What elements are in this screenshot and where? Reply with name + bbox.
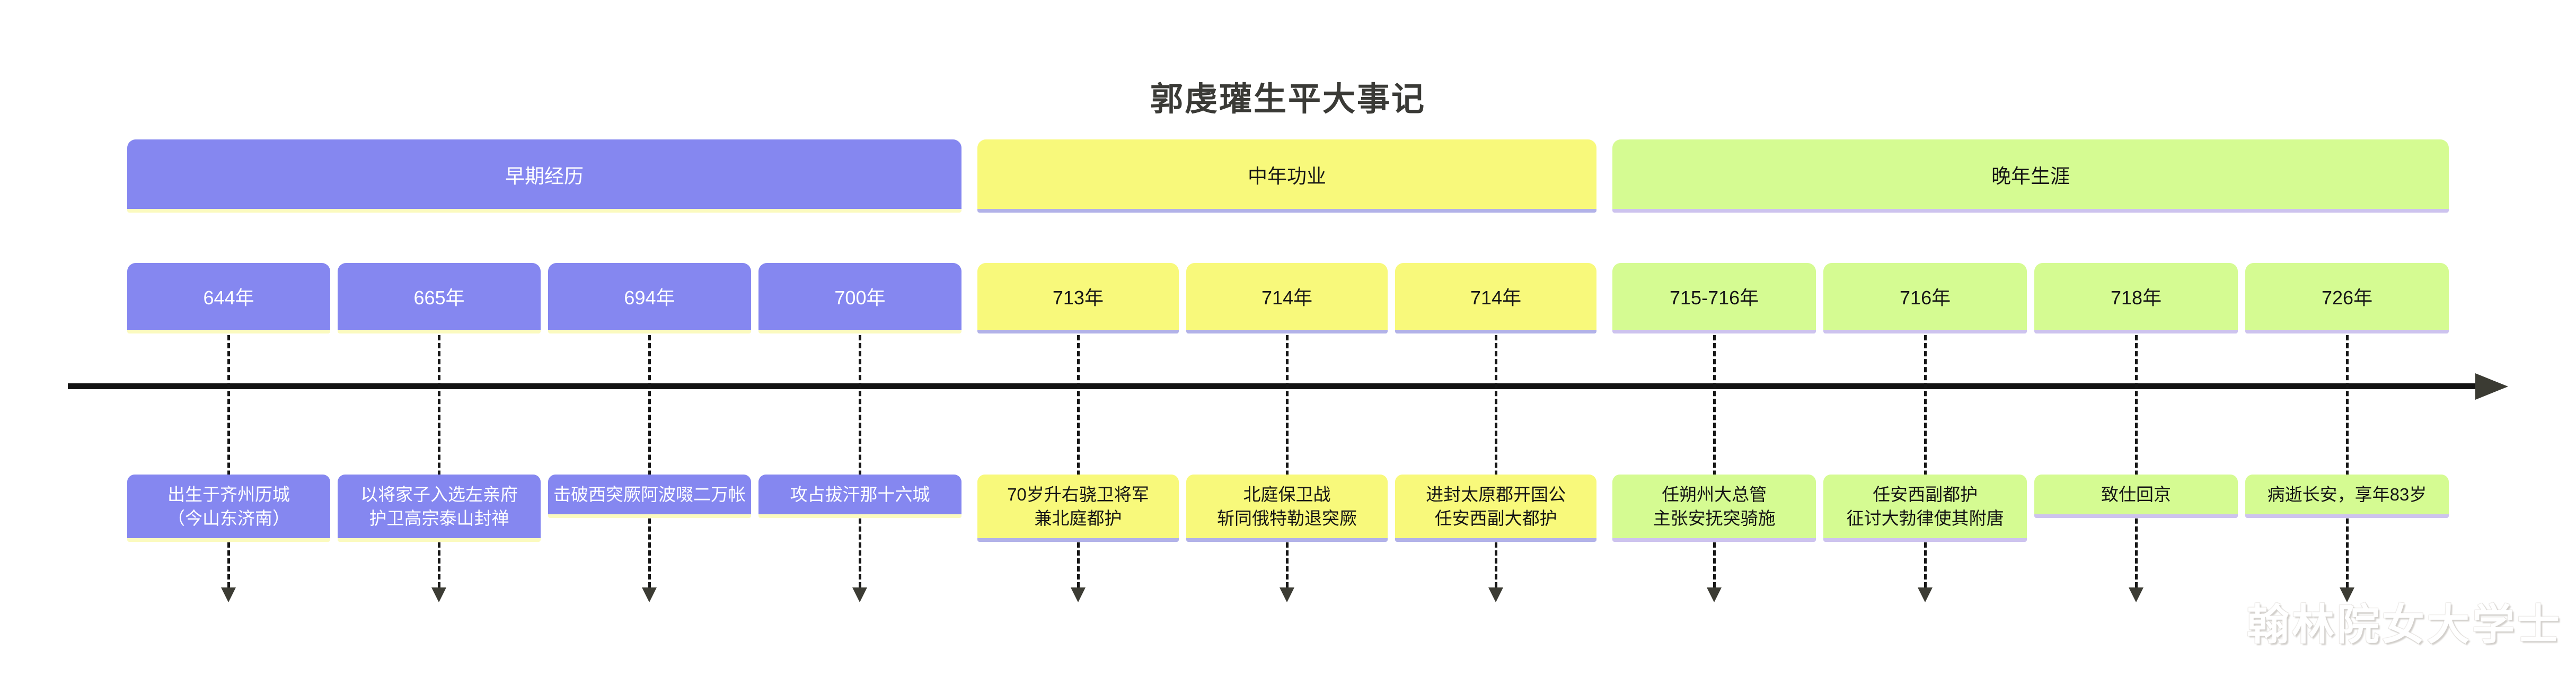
event-box: 70岁升右骁卫将军 兼北庭都护 [977,475,1179,542]
year-box: 718年 [2034,263,2238,333]
timeline-column: 718年 致仕回京 [2034,263,2238,602]
connector-line [438,335,441,587]
event-box: 进封太原郡开国公 任安西副大都护 [1395,475,1597,542]
connector-arrowhead-icon [1918,587,1933,602]
connector-arrowhead-icon [1070,587,1086,602]
year-box: 716年 [1823,263,2027,333]
phase-header-middle: 中年功业 [977,139,1597,213]
timeline-column: 713年 70岁升右骁卫将军 兼北庭都护 [977,263,1179,602]
timeline-column: 726年 病逝长安，享年83岁 [2245,263,2449,602]
connector-arrowhead-icon [1280,587,1294,602]
page-title: 郭虔瓘生平大事记 [1150,81,1426,118]
timeline-column: 700年 攻占拔汗那十六城 [758,263,961,602]
timeline-column: 714年 进封太原郡开国公 任安西副大都护 [1395,263,1597,602]
timeline-band: 早期经历 644年 出生于齐州历城 （今山东济南） 665年 以将家子入选左亲府… [127,139,2449,602]
timeline-column: 665年 以将家子入选左亲府 护卫高宗泰山封禅 [337,263,541,602]
year-box: 713年 [977,263,1179,333]
phase-group-late: 晚年生涯 715-716年 任朔州大总管 主张安抚突骑施 716年 任安西副都护… [1612,139,2449,602]
phase-group-middle: 中年功业 713年 70岁升右骁卫将军 兼北庭都护 714年 北庭保卫战 斩同俄… [977,139,1597,602]
connector-arrowhead-icon [1488,587,1504,602]
connector-line [1495,335,1498,587]
connector-line [1924,335,1927,587]
timeline-column: 715-716年 任朔州大总管 主张安抚突骑施 [1612,263,1816,602]
year-box: 714年 [1395,263,1597,333]
connector-arrowhead-icon [642,587,657,602]
phase-columns-middle: 713年 70岁升右骁卫将军 兼北庭都护 714年 北庭保卫战 斩同俄特勒退突厥… [977,263,1597,602]
year-box: 715-716年 [1612,263,1816,333]
timeline-column: 716年 任安西副都护 征讨大勃律使其附唐 [1823,263,2027,602]
year-box: 714年 [1186,263,1388,333]
phase-group-early: 早期经历 644年 出生于齐州历城 （今山东济南） 665年 以将家子入选左亲府… [127,139,961,602]
event-box: 北庭保卫战 斩同俄特勒退突厥 [1186,475,1388,542]
connector-line [1713,335,1716,587]
year-box: 694年 [548,263,751,333]
connector-arrowhead-icon [221,587,236,602]
year-box: 644年 [127,263,330,333]
connector-line [1077,335,1080,587]
connector-line [2346,335,2349,587]
event-box: 致仕回京 [2034,475,2238,518]
timeline-axis [68,383,2478,389]
event-box: 出生于齐州历城 （今山东济南） [127,475,330,542]
event-box: 攻占拔汗那十六城 [758,475,961,518]
event-box: 病逝长安，享年83岁 [2245,475,2449,518]
year-box: 726年 [2245,263,2449,333]
timeline-column: 644年 出生于齐州历城 （今山东济南） [127,263,330,602]
connector-arrowhead-icon [2340,587,2355,602]
connector-line [1286,335,1289,587]
event-box: 任朔州大总管 主张安抚突骑施 [1612,475,1816,542]
year-box: 700年 [758,263,961,333]
connector-line [2135,335,2138,587]
connector-line [227,335,231,587]
event-box: 任安西副都护 征讨大勃律使其附唐 [1823,475,2027,542]
connector-arrowhead-icon [1707,587,1722,602]
connector-arrowhead-icon [2129,587,2144,602]
timeline-column: 694年 击破西突厥阿波啜二万帐 [548,263,751,602]
watermark: 翰林院女大学士 [2247,601,2562,648]
event-box: 击破西突厥阿波啜二万帐 [548,475,751,518]
timeline-arrowhead-icon [2475,373,2508,400]
phase-header-late: 晚年生涯 [1612,139,2449,213]
connector-arrowhead-icon [852,587,868,602]
year-box: 665年 [337,263,541,333]
phase-columns-early: 644年 出生于齐州历城 （今山东济南） 665年 以将家子入选左亲府 护卫高宗… [127,263,961,602]
phase-columns-late: 715-716年 任朔州大总管 主张安抚突骑施 716年 任安西副都护 征讨大勃… [1612,263,2449,602]
phase-header-early: 早期经历 [127,139,961,213]
connector-line [859,335,862,587]
connector-line [648,335,651,587]
timeline-column: 714年 北庭保卫战 斩同俄特勒退突厥 [1186,263,1388,602]
connector-arrowhead-icon [431,587,447,602]
event-box: 以将家子入选左亲府 护卫高宗泰山封禅 [337,475,541,542]
